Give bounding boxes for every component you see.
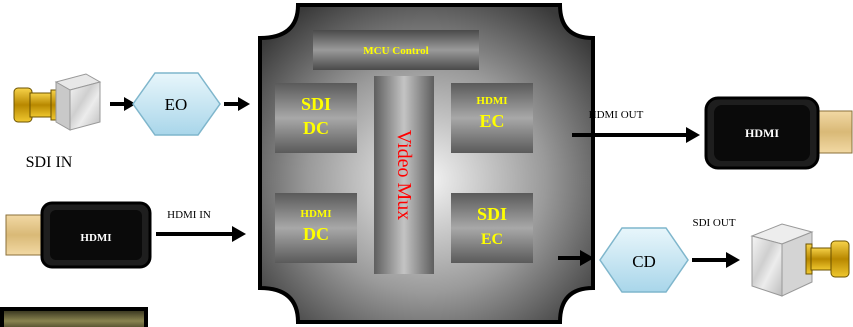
hdmi-out-connector: HDMI <box>704 96 853 170</box>
hdmi-ec-top-label: HDMI <box>476 95 507 107</box>
partial-box-bottom-left <box>0 307 148 327</box>
hdmi-ec-block: HDMI EC <box>451 83 533 153</box>
sdi-in-connector <box>13 73 102 131</box>
arrow-chip-to-cd <box>558 250 594 266</box>
video-mux-block: Video Mux <box>374 76 434 274</box>
sdi-dc-top-label: SDI <box>301 94 331 114</box>
sdi-out-connector <box>750 223 850 297</box>
hdmi-out-connector-label: HDMI <box>745 126 779 140</box>
video-mux-label: Video Mux <box>393 130 415 220</box>
sdi-dc-block: SDI DC <box>275 83 357 153</box>
sdi-in-label: SDI IN <box>26 154 73 171</box>
eo-converter: EO <box>132 72 221 136</box>
arrow-sdi-to-eo <box>110 97 136 111</box>
mcu-control-label: MCU Control <box>363 45 428 57</box>
hdmi-in-label: HDMI IN <box>167 209 211 221</box>
hdmi-dc-top-label: HDMI <box>300 208 331 220</box>
sdi-ec-top-label: SDI <box>477 204 507 224</box>
arrow-eo-to-chip <box>224 97 250 111</box>
hdmi-dc-bottom-label: DC <box>303 224 329 244</box>
sdi-ec-block: SDI EC <box>451 193 533 263</box>
hdmi-ec-bottom-label: EC <box>479 111 504 131</box>
mcu-control-block: MCU Control <box>313 30 479 70</box>
eo-label: EO <box>165 95 188 114</box>
cd-converter: CD <box>599 227 689 293</box>
sdi-ec-bottom-label: EC <box>481 231 503 248</box>
hdmi-dc-block: HDMI DC <box>275 193 357 263</box>
hdmi-in-connector: HDMI <box>5 201 152 269</box>
cd-label: CD <box>632 252 656 271</box>
sdi-dc-bottom-label: DC <box>303 118 329 138</box>
arrow-cd-to-sdi-out <box>692 252 740 268</box>
hdmi-out-label: HDMI OUT <box>589 109 644 121</box>
arrow-chip-to-hdmi-out <box>572 127 700 143</box>
arrow-hdmi-in-to-chip <box>156 226 246 242</box>
hdmi-in-connector-label: HDMI <box>80 232 111 244</box>
sdi-out-label: SDI OUT <box>692 217 735 229</box>
